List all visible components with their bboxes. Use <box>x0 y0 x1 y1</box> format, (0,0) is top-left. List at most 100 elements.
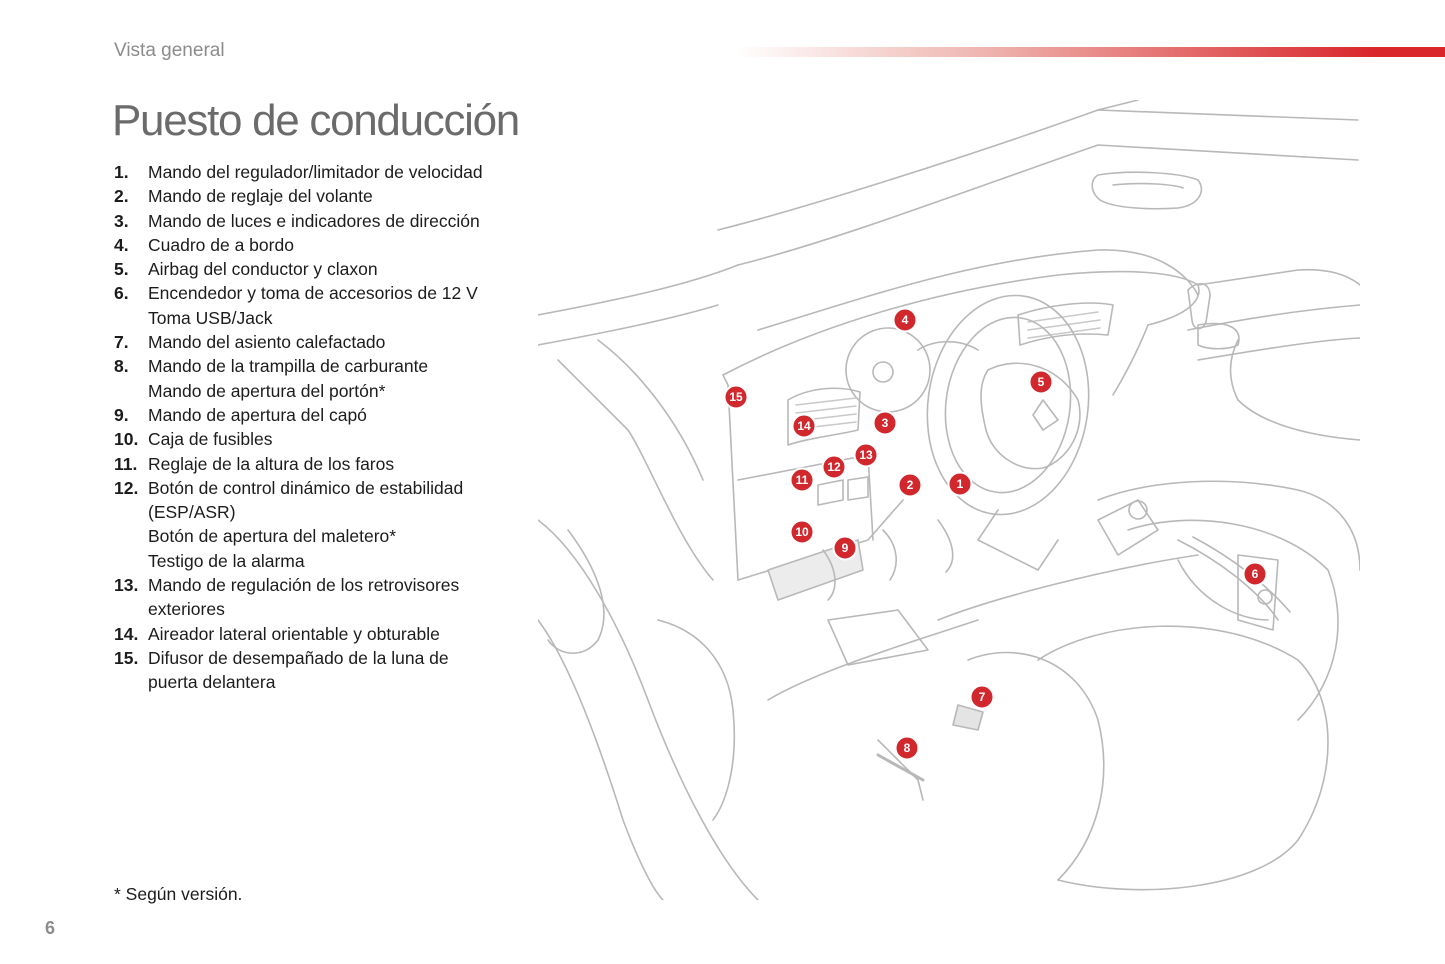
callout-marker <box>789 519 815 545</box>
callout-4: 4 <box>892 307 918 333</box>
callout-number: 10 <box>795 525 809 539</box>
callout-14: 14 <box>791 413 817 439</box>
callout-marker <box>791 413 817 439</box>
legend-item: 6. Encendedor y toma de accesorios de 12 … <box>114 281 534 330</box>
legend-item-number: 13. <box>114 575 139 596</box>
legend-item: 12. Botón de control dinámico de estabili… <box>114 476 534 573</box>
legend-item-text: Botón de control dinámico de estabilidad <box>148 477 464 498</box>
legend-item: 3. Mando de luces e indicadores de direcc… <box>114 209 534 233</box>
callout-number: 14 <box>797 419 811 433</box>
callout-marker <box>897 472 923 498</box>
callout-number: 1 <box>957 477 964 491</box>
callout-marker <box>853 442 879 468</box>
callout-9: 9 <box>832 535 858 561</box>
callout-marker <box>821 454 847 480</box>
legend-item: 11. Reglaje de la altura de los faros <box>114 452 534 476</box>
legend-item: 1.Mando del regulador/limitador de veloc… <box>114 160 534 184</box>
callout-10: 10 <box>789 519 815 545</box>
callout-number: 11 <box>796 473 809 487</box>
page-number: 6 <box>45 918 56 938</box>
legend-item-text: Mando del regulador/limitador de velocid… <box>148 162 483 182</box>
legend-item-number: 15. <box>114 647 139 668</box>
legend-item-number: 4. <box>114 234 129 255</box>
legend-item: 15. Difusor de desempañado de la luna de p… <box>114 646 534 695</box>
legend-item: 2. Mando de reglaje del volante <box>114 184 534 208</box>
legend-item-number: 2. <box>114 186 129 207</box>
legend-item: 5.Airbag del conductor y claxon <box>114 257 534 281</box>
callout-marker <box>1028 369 1054 395</box>
legend-item-text: Encendedor y toma de accesorios de 12 V <box>148 283 478 304</box>
callout-number: 13 <box>859 448 873 462</box>
legend-item-number: 10. <box>114 429 139 450</box>
legend-item-text: Botón de apertura del maletero* <box>148 526 397 547</box>
footnote: * Según versión. <box>114 884 243 904</box>
legend-item-number: 7. <box>114 332 129 353</box>
legend-item-text: Aireador lateral orientable y obturable <box>148 623 440 644</box>
callout-8: 8 <box>894 735 920 761</box>
legend-item-text: Difusor de desempañado de la luna de <box>148 647 449 668</box>
legend-item-text: Mando de apertura del capó <box>148 404 367 425</box>
legend-list: 1.Mando del regulador/limitador de veloc… <box>114 160 534 695</box>
legend-item: 13. Mando de regulación de los retrovisor… <box>114 573 534 622</box>
callout-marker <box>969 684 995 710</box>
callout-number: 7 <box>979 690 986 704</box>
legend-item-text: Airbag del conductor y claxon <box>148 259 378 280</box>
legend-item-number: 14. <box>114 623 139 644</box>
legend-item-text: Caja de fusibles <box>148 429 273 450</box>
legend-item-text: Mando del asiento calefactado <box>148 332 386 353</box>
callout-marker <box>894 735 920 761</box>
legend-item-number: 3. <box>114 210 129 231</box>
legend-item-text: Mando de regulación de los retrovisores <box>148 575 460 596</box>
callout-number: 4 <box>902 313 909 327</box>
legend-item: 9. Mando de apertura del capó <box>114 403 534 427</box>
legend-item-number: 12. <box>114 477 139 498</box>
legend-item-number: 11. <box>114 453 138 474</box>
callout-number: 9 <box>842 541 849 555</box>
legend-item-text: (ESP/ASR) <box>148 502 236 523</box>
callout-13: 13 <box>853 442 879 468</box>
header-accent-bar <box>735 47 1445 57</box>
legend-item-text: exteriores <box>148 599 225 620</box>
callout-number: 6 <box>1252 567 1259 581</box>
legend-item-text: Reglaje de la altura de los faros <box>148 453 395 474</box>
legend-item: 4. Cuadro de a bordo <box>114 233 534 257</box>
callout-12: 12 <box>821 454 847 480</box>
page-title: Puesto de conducción <box>112 96 520 145</box>
legend-item-text: Mando de apertura del portón* <box>148 380 386 401</box>
legend-item-number: 9. <box>114 404 129 425</box>
callout-number: 12 <box>827 460 841 474</box>
callout-1: 1 <box>947 471 973 497</box>
legend-item-text: puerta delantera <box>148 672 276 693</box>
section-label: Vista general <box>114 40 225 61</box>
legend-item-text: Toma USB/Jack <box>148 307 273 328</box>
callout-marker <box>832 535 858 561</box>
legend-item-number: 6. <box>114 283 129 304</box>
callout-7: 7 <box>969 684 995 710</box>
legend-item-text: Mando de la trampilla de carburante <box>148 356 429 377</box>
callout-marker <box>947 471 973 497</box>
legend-item-text: Testigo de la alarma <box>148 550 305 571</box>
legend-item-text: Mando de reglaje del volante <box>148 186 373 207</box>
legend-item-number: 8. <box>114 356 129 377</box>
callout-3: 3 <box>872 410 898 436</box>
legend-item-text: Cuadro de a bordo <box>148 234 294 255</box>
callout-number: 5 <box>1038 375 1045 389</box>
callout-number: 3 <box>882 416 889 430</box>
callout-marker <box>1242 561 1268 587</box>
callout-5: 5 <box>1028 369 1054 395</box>
callout-marker <box>892 307 918 333</box>
legend-item-text: Mando de luces e indicadores de direcció… <box>148 210 480 231</box>
callout-6: 6 <box>1242 561 1268 587</box>
callout-number: 2 <box>907 478 914 492</box>
callout-2: 2 <box>897 472 923 498</box>
legend-item: 7. Mando del asiento calefactado <box>114 330 534 354</box>
callout-11: 11 <box>789 467 815 493</box>
callout-marker <box>872 410 898 436</box>
callout-15: 15 <box>723 384 749 410</box>
callout-marker <box>789 467 815 493</box>
callout-number: 15 <box>729 390 743 404</box>
